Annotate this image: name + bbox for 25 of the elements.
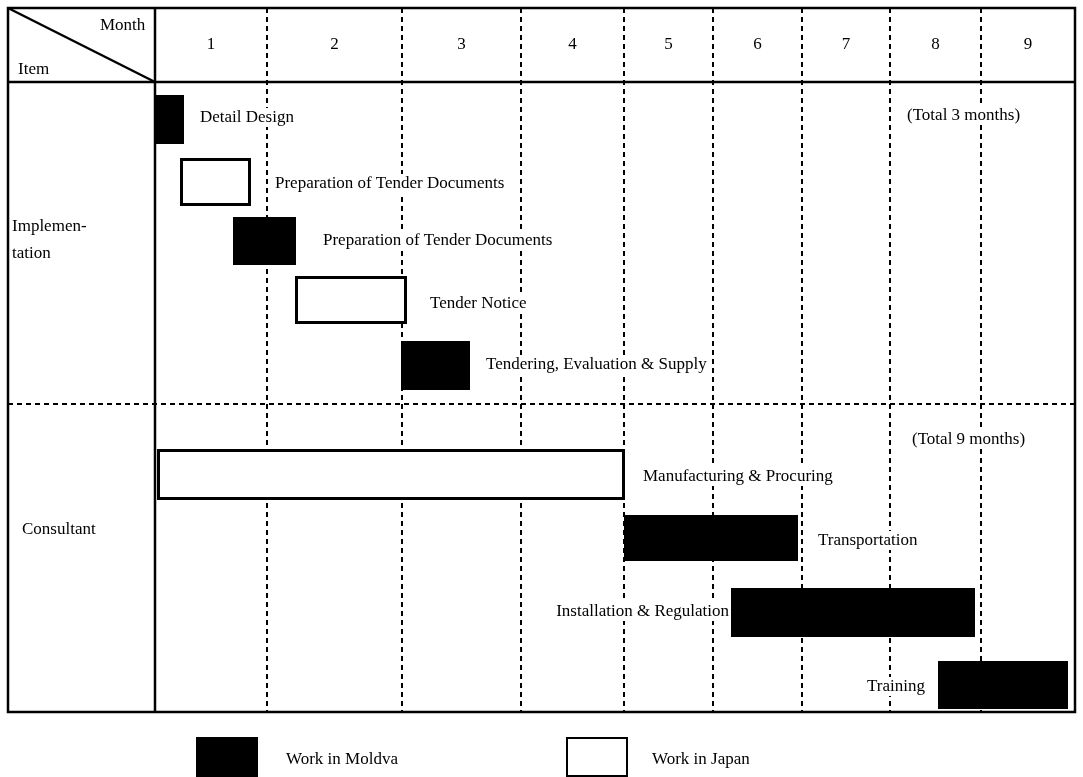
task-label: Detail Design: [200, 108, 294, 127]
task-label: Preparation of Tender Documents: [275, 174, 505, 193]
total-duration-note: (Total 3 months): [907, 106, 1021, 125]
gantt-bar: [233, 217, 296, 265]
column-heading: Month: [100, 16, 146, 35]
task-label: Tender Notice: [430, 294, 527, 313]
task-label: Transportation: [818, 531, 918, 550]
task-label: Manufacturing & Procuring: [643, 467, 833, 486]
task-label: Preparation of Tender Documents: [323, 231, 553, 250]
gantt-bar: [295, 276, 407, 324]
legend-label: Work in Japan: [652, 750, 750, 769]
category-label: Implemen- tation: [12, 215, 88, 265]
gantt-bar: [624, 515, 798, 561]
category-label: Consultant: [22, 520, 96, 539]
gantt-bar: [155, 95, 184, 144]
gantt-bar: [180, 158, 251, 206]
row-heading: Item: [18, 60, 50, 79]
task-label: Training: [867, 677, 925, 696]
gantt-bar: [401, 341, 470, 390]
total-duration-note: (Total 9 months): [912, 430, 1026, 449]
gantt-bar: [938, 661, 1068, 709]
task-label: Tendering, Evaluation & Supply: [486, 355, 707, 374]
gantt-bar: [731, 588, 975, 637]
gantt-bar: [157, 449, 625, 500]
task-label: Installation & Regulation: [556, 602, 729, 621]
